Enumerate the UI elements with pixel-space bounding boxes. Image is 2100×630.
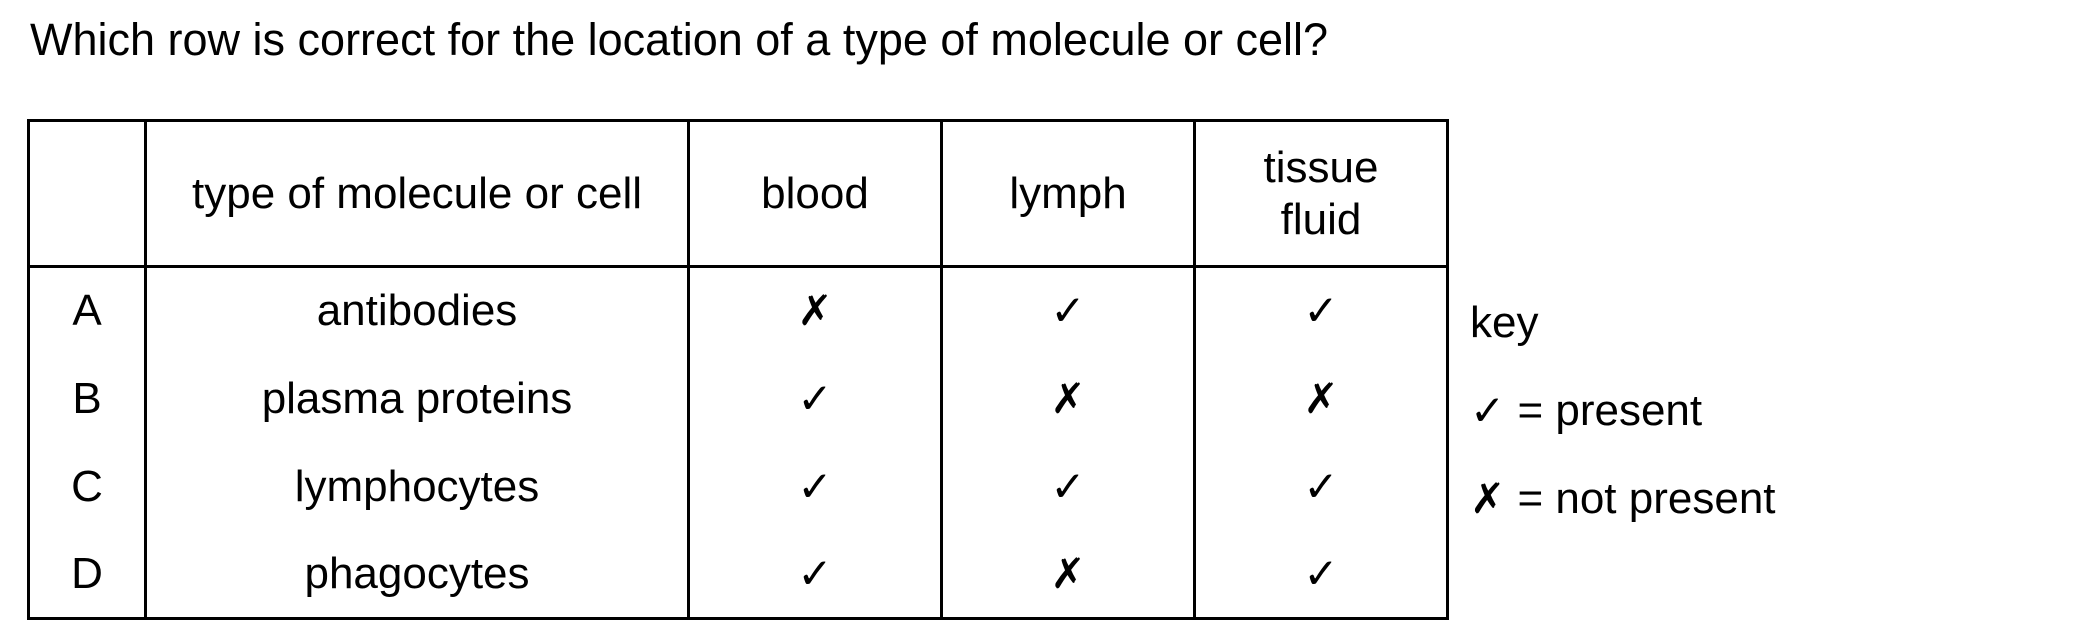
key-absent-label: = not present [1517, 474, 1776, 523]
key-title: key [1470, 298, 1539, 347]
row-item: antibodies [144, 266, 690, 355]
key-absent-entry: ✗ = not present [1470, 473, 1776, 525]
header-type: type of molecule or cell [144, 119, 690, 268]
cross-mark-icon: ✗ [687, 266, 943, 355]
question-text: Which row is correct for the location of… [30, 14, 1329, 65]
row-letter: B [27, 354, 147, 443]
cross-mark-icon: ✗ [1470, 474, 1506, 523]
check-mark-icon: ✓ [687, 354, 943, 443]
check-mark-icon: ✓ [687, 530, 943, 620]
check-mark-icon: ✓ [687, 442, 943, 531]
table-header-row: type of molecule or cell blood lymph tis… [27, 119, 1449, 268]
check-mark-icon: ✓ [1193, 442, 1449, 531]
row-item: plasma proteins [144, 354, 690, 443]
table-row: B plasma proteins ✓ ✗ ✗ [27, 354, 1449, 443]
header-lymph: lymph [940, 119, 1196, 268]
row-letter: D [27, 530, 147, 620]
cross-mark-icon: ✗ [940, 530, 1196, 620]
table-row: A antibodies ✗ ✓ ✓ [27, 266, 1449, 355]
check-mark-icon: ✓ [1193, 266, 1449, 355]
row-letter: C [27, 442, 147, 531]
header-tissue-fluid-label: tissue fluid [1263, 142, 1379, 244]
row-letter: A [27, 266, 147, 355]
row-item: lymphocytes [144, 442, 690, 531]
key-present-entry: ✓ = present [1470, 385, 1702, 437]
answer-table: type of molecule or cell blood lymph tis… [27, 119, 1449, 620]
cross-mark-icon: ✗ [940, 354, 1196, 443]
header-tissue-fluid: tissue fluid [1193, 119, 1449, 268]
key-present-label: = present [1517, 386, 1703, 435]
cross-mark-icon: ✗ [1193, 354, 1449, 443]
check-mark-icon: ✓ [1193, 530, 1449, 620]
row-item: phagocytes [144, 530, 690, 620]
table-row: C lymphocytes ✓ ✓ ✓ [27, 442, 1449, 531]
check-mark-icon: ✓ [940, 442, 1196, 531]
header-blood: blood [687, 119, 943, 268]
header-blank-cell [27, 119, 147, 268]
table-row: D phagocytes ✓ ✗ ✓ [27, 530, 1449, 620]
check-mark-icon: ✓ [1470, 386, 1506, 435]
check-mark-icon: ✓ [940, 266, 1196, 355]
